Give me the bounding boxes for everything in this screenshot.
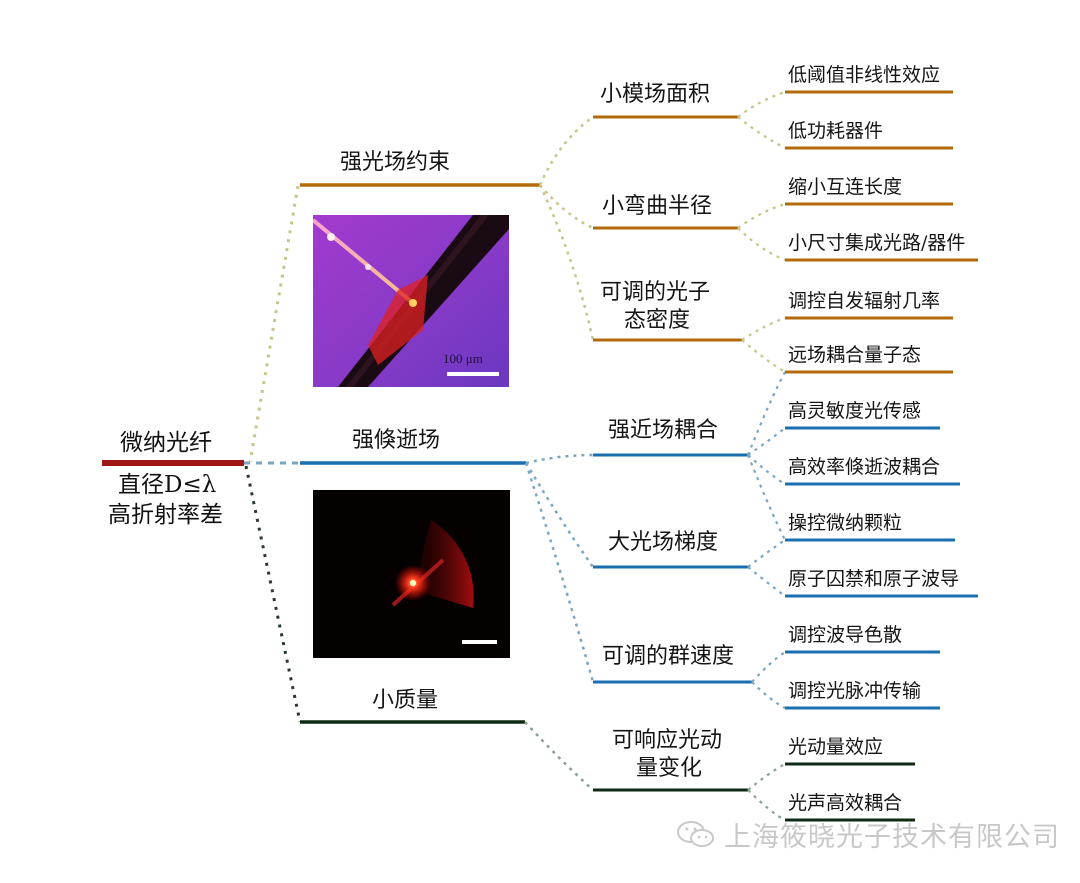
leaf-atom-trapping-waveguide: 原子囚禁和原子波导 bbox=[788, 568, 960, 590]
leaf-low-power-devices: 低功耗器件 bbox=[788, 120, 884, 142]
leaf-optical-momentum-effect: 光动量效应 bbox=[788, 736, 884, 758]
sub-momentum-response-line1: 可响应光动 bbox=[612, 728, 723, 753]
sub-small-mode-area: 小模场面积 bbox=[600, 82, 711, 107]
leaf-shorter-interconnect: 缩小互连长度 bbox=[788, 176, 903, 198]
leaf-control-spontaneous-emission: 调控自发辐射几率 bbox=[788, 290, 941, 312]
sub-tunable-dos-line2: 态密度 bbox=[624, 308, 691, 333]
branch-strong-evanescent: 强倏逝场 bbox=[352, 428, 441, 453]
branch-strong-confinement: 强光场约束 bbox=[340, 150, 451, 175]
root-subtitle-index-contrast: 高折射率差 bbox=[108, 502, 223, 528]
leaf-high-sensitivity-sensing: 高灵敏度光传感 bbox=[788, 400, 922, 422]
fiber-micrograph-image: 100 μm bbox=[313, 215, 509, 387]
root-title: 微纳光纤 bbox=[120, 430, 212, 456]
scale-bar bbox=[462, 640, 497, 644]
leaf-dispersion-control: 调控波导色散 bbox=[788, 624, 903, 646]
leaf-low-threshold-nonlinear: 低阈值非线性效应 bbox=[788, 64, 941, 86]
branch-small-mass: 小质量 bbox=[372, 688, 439, 713]
evanescent-scatter-image bbox=[313, 490, 510, 658]
sub-small-bend-radius: 小弯曲半径 bbox=[602, 194, 713, 219]
leaf-far-field-quantum-states: 远场耦合量子态 bbox=[788, 344, 922, 366]
leaf-manipulate-particles: 操控微纳颗粒 bbox=[788, 512, 903, 534]
leaf-optoacoustic-coupling: 光声高效耦合 bbox=[788, 792, 903, 814]
leaf-efficient-evanescent-coupling: 高效率倏逝波耦合 bbox=[788, 456, 941, 478]
scale-bar-label: 100 μm bbox=[443, 351, 483, 366]
sub-strong-near-field-coupling: 强近场耦合 bbox=[608, 418, 719, 443]
sub-large-field-gradient: 大光场梯度 bbox=[608, 530, 719, 555]
leaf-pulse-propagation-control: 调控光脉冲传输 bbox=[788, 680, 922, 702]
sub-momentum-response-line2: 量变化 bbox=[636, 756, 703, 781]
sub-tunable-group-velocity: 可调的群速度 bbox=[602, 644, 735, 669]
watermark-text: 上海筱晓光子技术有限公司 bbox=[724, 822, 1060, 853]
scale-bar bbox=[447, 372, 499, 376]
sub-tunable-dos-line1: 可调的光子 bbox=[600, 280, 711, 305]
root-trunk-connector bbox=[244, 185, 302, 723]
leaf-compact-integrated-circuits: 小尺寸集成光路/器件 bbox=[788, 232, 966, 254]
watermark: 上海筱晓光子技术有限公司 bbox=[676, 815, 1060, 854]
root-subtitle-diameter: 直径D≤λ bbox=[118, 472, 217, 498]
wechat-icon bbox=[677, 820, 714, 847]
